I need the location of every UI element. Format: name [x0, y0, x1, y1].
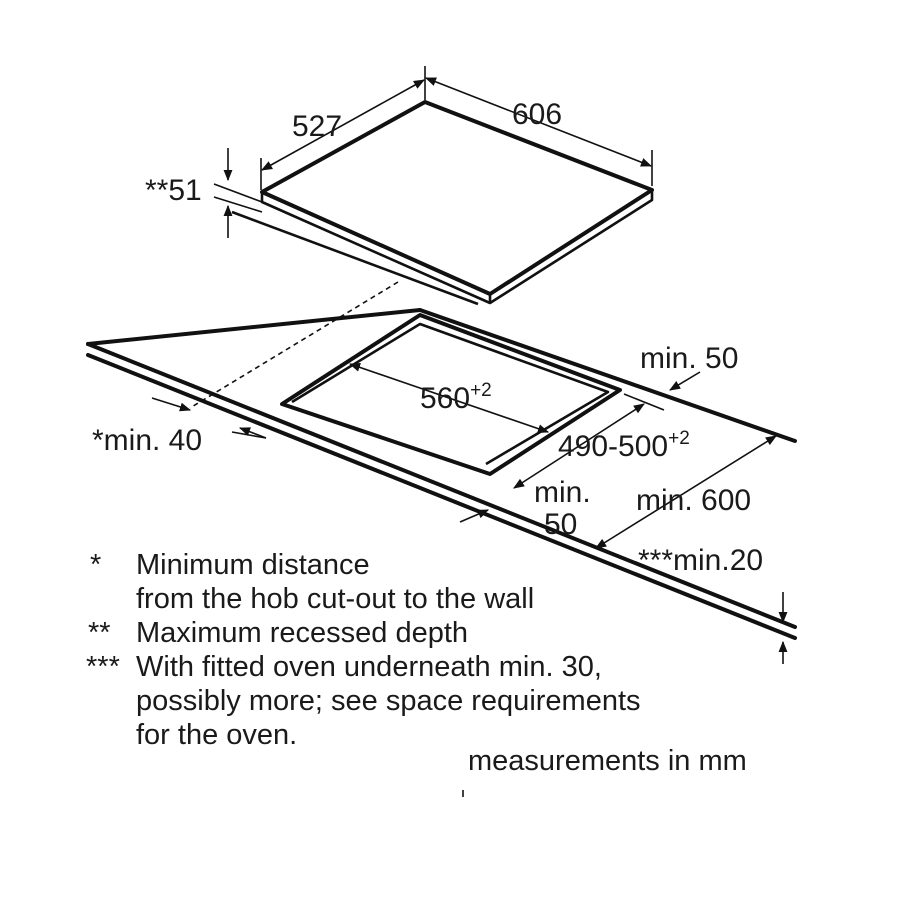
footnote-2-line-1: Maximum recessed depth — [136, 617, 468, 649]
footnote-3-line-3: for the oven. — [136, 719, 297, 751]
hob-depth-label: 527 — [292, 110, 342, 143]
footnote-marker-2: ** — [88, 617, 111, 649]
hob-recess-label: **51 — [145, 174, 202, 207]
hob-width-label: 606 — [512, 98, 562, 131]
footnote-3-line-1: With fitted oven underneath min. 30, — [136, 651, 602, 683]
min-back-arrow — [669, 371, 701, 391]
worktop-thickness-label: ***min.20 — [638, 544, 763, 577]
cutout-width-label: 560+2 — [420, 380, 492, 415]
footnote-3-line-2: possibly more; see space requirements — [136, 685, 641, 717]
hob-drop-guide — [189, 281, 399, 409]
cutout-depth-label: 490-500+2 — [558, 428, 690, 463]
hob-worktop-surface-line — [231, 210, 479, 306]
min-front-arrow — [459, 509, 490, 523]
hob-width-dimension — [424, 66, 653, 186]
units-note: measurements in mm — [468, 745, 747, 777]
min-front-label-line2: 50 — [544, 508, 577, 541]
cutout-depth-dimension — [513, 393, 665, 489]
worktop-depth-dimension — [595, 435, 777, 549]
footnote-marker-3: *** — [86, 651, 120, 683]
hob-recess-dimension — [213, 148, 263, 238]
min-front-label-line1: min. — [534, 476, 591, 509]
min-wall-label: *min. 40 — [92, 424, 202, 457]
hob-depth-dimension — [260, 79, 425, 190]
footnote-1-line-2: from the hob cut-out to the wall — [136, 583, 534, 615]
min-back-label: min. 50 — [640, 342, 738, 375]
footnote-1-line-1: Minimum distance — [136, 549, 370, 581]
worktop-outline — [86, 308, 797, 640]
min-wall-arrows — [151, 397, 267, 439]
footnote-marker-1: * — [90, 549, 101, 581]
worktop-depth-label: min. 600 — [636, 484, 751, 517]
footnotes: * Minimum distance from the hob cut-out … — [86, 549, 641, 751]
